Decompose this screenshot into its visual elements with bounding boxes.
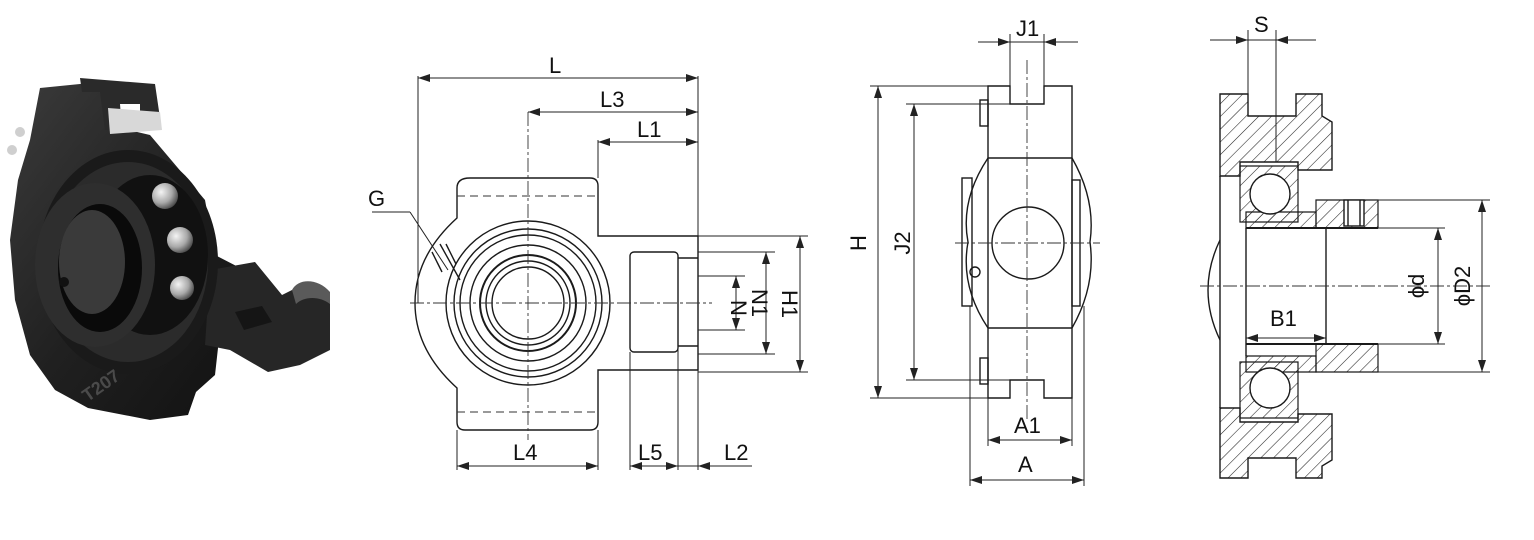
dim-L4: L4 <box>513 440 537 465</box>
dim-J1: J1 <box>1016 16 1039 41</box>
dim-N1: N1 <box>747 289 772 317</box>
dim-L2: L2 <box>724 440 748 465</box>
dim-J2: J2 <box>890 231 915 254</box>
dim-G: G <box>368 186 385 211</box>
dim-B1: B1 <box>1270 306 1297 331</box>
dim-H: H <box>846 235 871 251</box>
dim-H1: H1 <box>777 290 802 318</box>
dim-L5: L5 <box>638 440 662 465</box>
bearing-unit-photo: T207 <box>7 78 330 420</box>
section-view: S B1 ϕd ϕD2 <box>1200 12 1490 479</box>
dim-A1: A1 <box>1014 413 1041 438</box>
dim-S: S <box>1254 12 1269 37</box>
dim-D2: ϕD2 <box>1450 266 1475 306</box>
dim-N: N <box>726 300 751 316</box>
front-view: L L3 L1 G L4 L5 L2 N <box>368 53 808 470</box>
side-view: J1 H J2 A1 A <box>846 16 1100 486</box>
dim-L3: L3 <box>600 87 624 112</box>
dim-A: A <box>1018 452 1033 477</box>
dim-d: ϕd <box>1404 274 1429 299</box>
dim-L: L <box>549 53 561 78</box>
dim-L1: L1 <box>637 117 661 142</box>
